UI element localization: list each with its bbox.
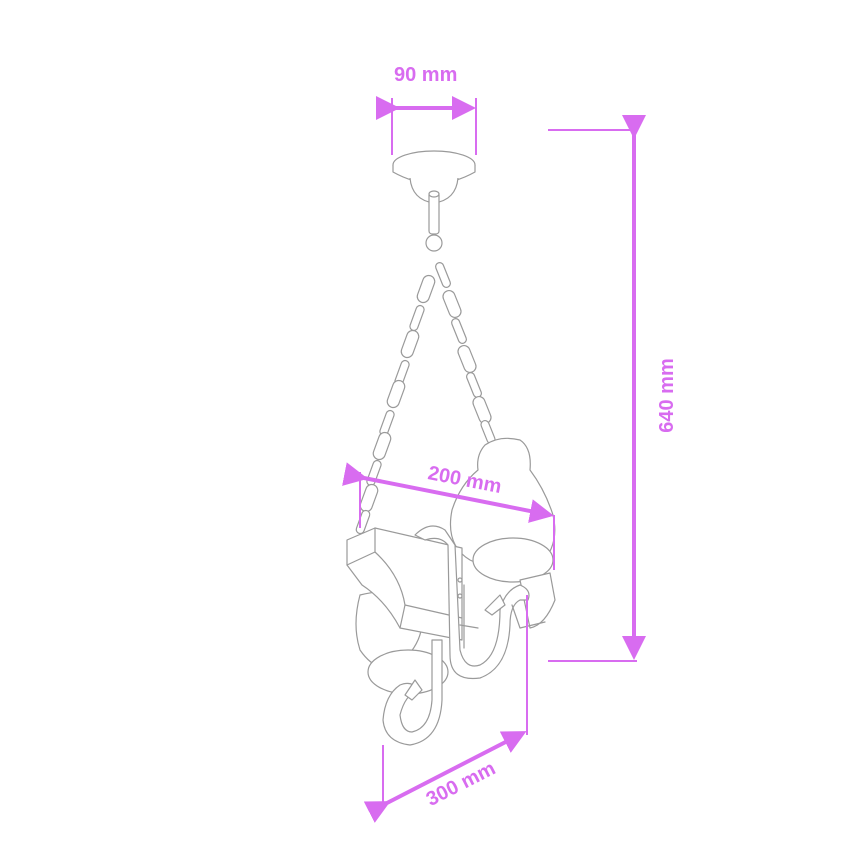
label-total-height: 640 mm [655, 358, 678, 433]
wooden-block [346, 527, 463, 641]
ceiling-canopy [392, 150, 476, 235]
dimension-canopy-width [376, 96, 477, 155]
dimension-total-height [548, 115, 646, 662]
chain-right [435, 262, 496, 445]
scroll-arms [382, 525, 546, 746]
dimension-body-width [342, 462, 555, 570]
lamp-shade-right [472, 537, 556, 629]
dimension-depth [363, 595, 528, 823]
label-canopy-width: 90 mm [394, 64, 458, 86]
